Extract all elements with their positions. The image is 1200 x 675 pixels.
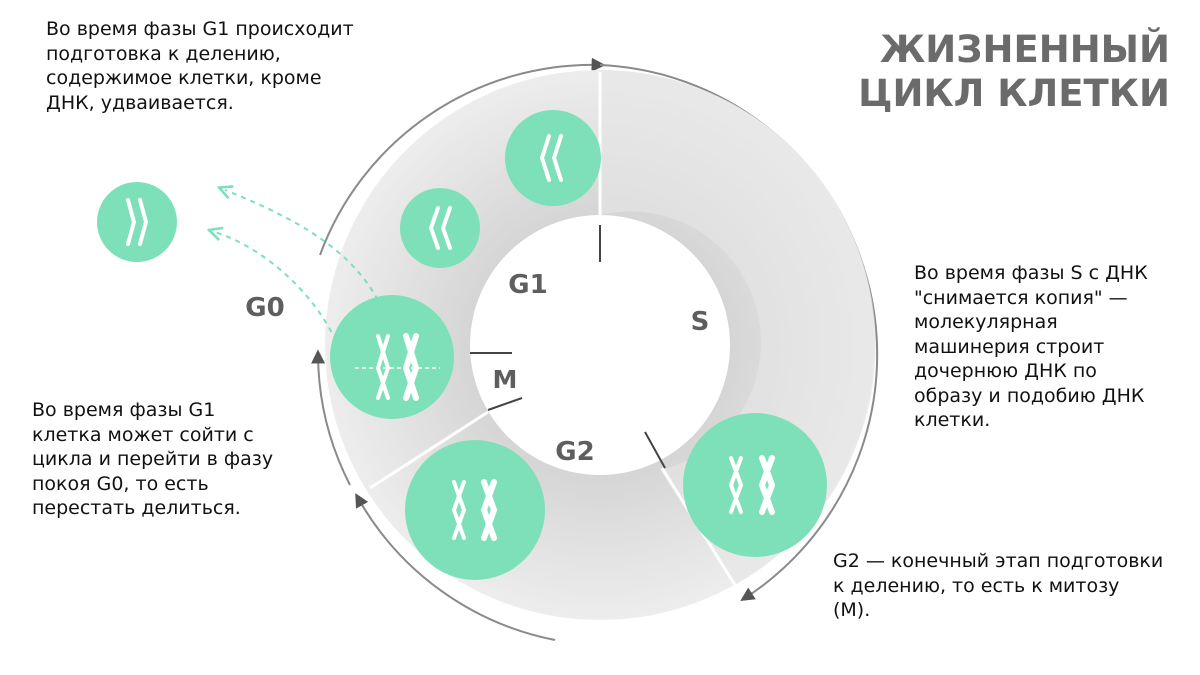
cell-g1-mid <box>400 188 480 268</box>
g0-exit-arrows <box>215 190 379 351</box>
cell-g2-left <box>405 440 545 580</box>
phase-label-m: M <box>493 365 518 394</box>
note-g1-exit-g0: Во время фазы G1 клетка может сойти с ци… <box>32 399 274 519</box>
ring-center <box>470 215 730 475</box>
chromosome-icon <box>758 455 776 515</box>
chromosome-icon <box>402 333 420 401</box>
cell-g1-top <box>505 110 601 206</box>
page-title: ЖИЗНЕННЫЙ ЦИКЛ КЛЕТКИ <box>840 28 1170 116</box>
title-line-2: ЦИКЛ КЛЕТКИ <box>858 72 1170 115</box>
chromosome-icon <box>375 334 391 400</box>
cell-m-dividing <box>330 295 454 419</box>
phase-label-g2: G2 <box>555 437 594 467</box>
arrow-left-upper <box>311 349 351 486</box>
divider-g2-m <box>369 410 489 490</box>
tick-s-g2 <box>644 431 666 469</box>
phase-label-s: S <box>691 307 710 337</box>
note-s-phase: Во время фазы S с ДНК "снимается копия" … <box>914 262 1148 431</box>
phase-label-g0: G0 <box>245 293 284 323</box>
cell-g2-right <box>683 413 827 557</box>
chromatid-icon <box>126 198 148 246</box>
dashed-arrow-outer <box>225 190 379 301</box>
chromatid-icon <box>540 134 563 182</box>
arrow-left-lower <box>355 493 556 641</box>
chromatid-icon <box>429 206 452 250</box>
arrow-top <box>319 57 606 256</box>
chromosome-icon <box>451 480 467 540</box>
chromosome-icon <box>728 456 744 514</box>
title-line-1: ЖИЗНЕННЫЙ <box>879 28 1170 71</box>
cell-g0 <box>97 182 177 262</box>
chromosome-icon <box>480 479 498 541</box>
note-g1-preparation: Во время фазы G1 происходит подготовка к… <box>46 18 354 114</box>
phase-label-g1: G1 <box>508 270 547 300</box>
note-g2-phase: G2 — конечный этап подготовки к делению,… <box>833 550 1164 621</box>
tick-g2-m <box>487 397 523 411</box>
